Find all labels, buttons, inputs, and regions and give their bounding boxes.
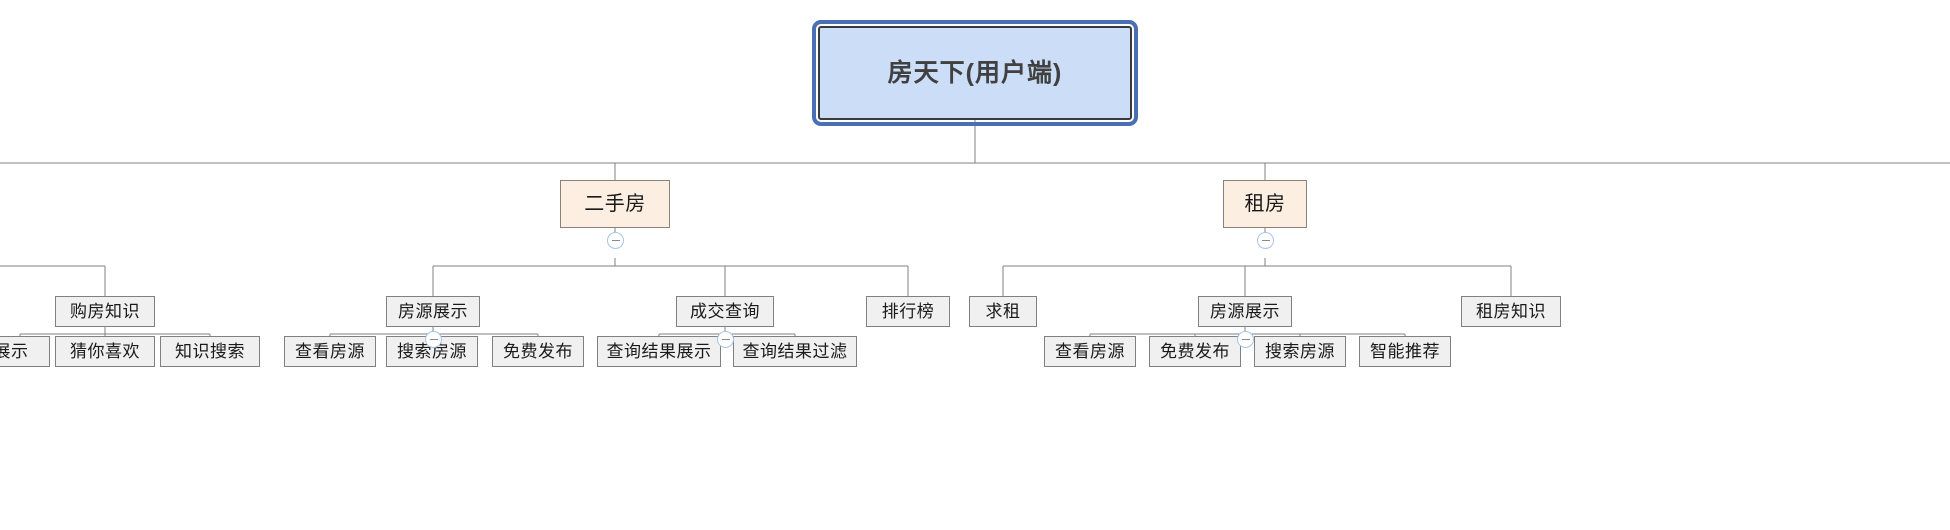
- node-求租[interactable]: 求租: [969, 296, 1037, 327]
- node-查看房源-租房[interactable]: 查看房源: [1044, 336, 1136, 367]
- node-label-租房知识: 租房知识: [1476, 302, 1546, 321]
- node-知识搜索[interactable]: 知识搜索: [160, 336, 260, 367]
- node-label-知识搜索: 知识搜索: [175, 342, 245, 361]
- node-label-房源展示-二手房: 房源展示: [398, 302, 468, 321]
- node-猜你喜欢[interactable]: 猜你喜欢: [55, 336, 155, 367]
- collapse-toggle-二手房[interactable]: [607, 232, 624, 249]
- minus-circle-icon: [611, 240, 620, 241]
- node-label-成交查询: 成交查询: [690, 302, 760, 321]
- node-房源展示-租房[interactable]: 房源展示: [1198, 296, 1292, 327]
- node-租房知识[interactable]: 租房知识: [1461, 296, 1561, 327]
- node-查询结果过滤[interactable]: 查询结果过滤: [733, 336, 857, 367]
- root-node-房天下用户端[interactable]: 房天下(用户端): [812, 20, 1138, 126]
- minus-circle-icon: [1261, 240, 1270, 241]
- node-label-智能推荐-租房: 智能推荐: [1370, 342, 1440, 361]
- minus-circle-icon: [721, 339, 730, 340]
- node-label-搜索房源-租房: 搜索房源: [1265, 342, 1335, 361]
- node-label-查看房源-二手房: 查看房源: [295, 342, 365, 361]
- node-label-搜索房源-二手房: 搜索房源: [397, 342, 467, 361]
- node-label-求租: 求租: [985, 302, 1021, 321]
- node-免费发布-租房[interactable]: 免费发布: [1149, 336, 1241, 367]
- node-搜索房源-租房[interactable]: 搜索房源: [1254, 336, 1346, 367]
- node-label-查询结果展示: 查询结果展示: [606, 342, 712, 361]
- node-label-展示: 展示: [0, 342, 29, 361]
- node-智能推荐-租房[interactable]: 智能推荐: [1359, 336, 1451, 367]
- node-label-二手房: 二手房: [584, 193, 646, 215]
- collapse-toggle-成交查询[interactable]: [717, 331, 734, 348]
- collapse-toggle-房源展示-租房[interactable]: [1237, 331, 1254, 348]
- node-label-免费发布-二手房: 免费发布: [503, 342, 573, 361]
- node-免费发布-二手房[interactable]: 免费发布: [492, 336, 584, 367]
- node-label-查看房源-租房: 查看房源: [1055, 342, 1125, 361]
- node-房源展示-二手房[interactable]: 房源展示: [386, 296, 480, 327]
- node-排行榜[interactable]: 排行榜: [866, 296, 950, 327]
- minus-circle-icon: [1241, 339, 1250, 340]
- collapse-toggle-租房[interactable]: [1257, 232, 1274, 249]
- node-label-租房: 租房: [1244, 193, 1286, 215]
- minus-circle-icon: [429, 339, 438, 340]
- node-label-房源展示-租房: 房源展示: [1210, 302, 1280, 321]
- node-成交查询[interactable]: 成交查询: [676, 296, 774, 327]
- node-展示-truncated[interactable]: 展示: [0, 336, 50, 367]
- node-查看房源-二手房[interactable]: 查看房源: [284, 336, 376, 367]
- node-label-查询结果过滤: 查询结果过滤: [742, 342, 848, 361]
- collapse-toggle-房源展示-二手房[interactable]: [425, 331, 442, 348]
- node-购房知识[interactable]: 购房知识: [55, 296, 155, 327]
- node-租房[interactable]: 租房: [1223, 180, 1307, 228]
- node-label-免费发布-租房: 免费发布: [1160, 342, 1230, 361]
- node-二手房[interactable]: 二手房: [560, 180, 670, 228]
- node-查询结果展示[interactable]: 查询结果展示: [597, 336, 721, 367]
- root-node-label: 房天下(用户端): [887, 58, 1063, 87]
- node-label-排行榜: 排行榜: [881, 302, 935, 321]
- node-label-猜你喜欢: 猜你喜欢: [70, 342, 140, 361]
- node-label-购房知识: 购房知识: [70, 302, 140, 321]
